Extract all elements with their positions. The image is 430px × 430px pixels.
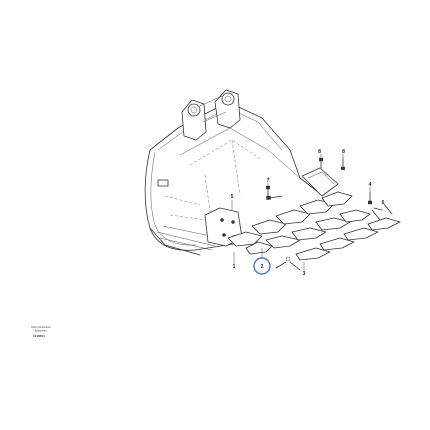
logo-line-1: Volvo Construction: [31, 326, 52, 329]
callout-5: 5: [231, 194, 234, 200]
callout-8-left: 8: [318, 149, 321, 155]
callout-2-highlight-ring: [253, 257, 271, 275]
publisher-block: Volvo Construction Equipment 1049504: [31, 326, 52, 338]
reference-number: 1049504: [33, 334, 45, 338]
bucket-teeth: [245, 209, 401, 261]
leader-lines: [231, 154, 371, 270]
callout-6: 6: [382, 200, 385, 206]
callout-2: 2: [261, 264, 264, 270]
callout-8-right: 8: [342, 149, 345, 155]
callout-3: 3: [303, 271, 306, 277]
logo-line-2: Equipment: [35, 330, 47, 333]
side-cutter: [301, 157, 345, 197]
tooth-adapters: [227, 191, 353, 247]
callout-labels: 8 8 7 4 5 2 1 3 6: [231, 149, 385, 277]
callout-4: 4: [369, 182, 372, 188]
callout-1: 1: [233, 264, 236, 270]
retaining-pins: [275, 203, 393, 271]
mounting-brackets: [181, 89, 241, 141]
callout-7: 7: [267, 178, 270, 184]
bolt-7: [266, 185, 283, 200]
bolt-4: [368, 191, 373, 205]
